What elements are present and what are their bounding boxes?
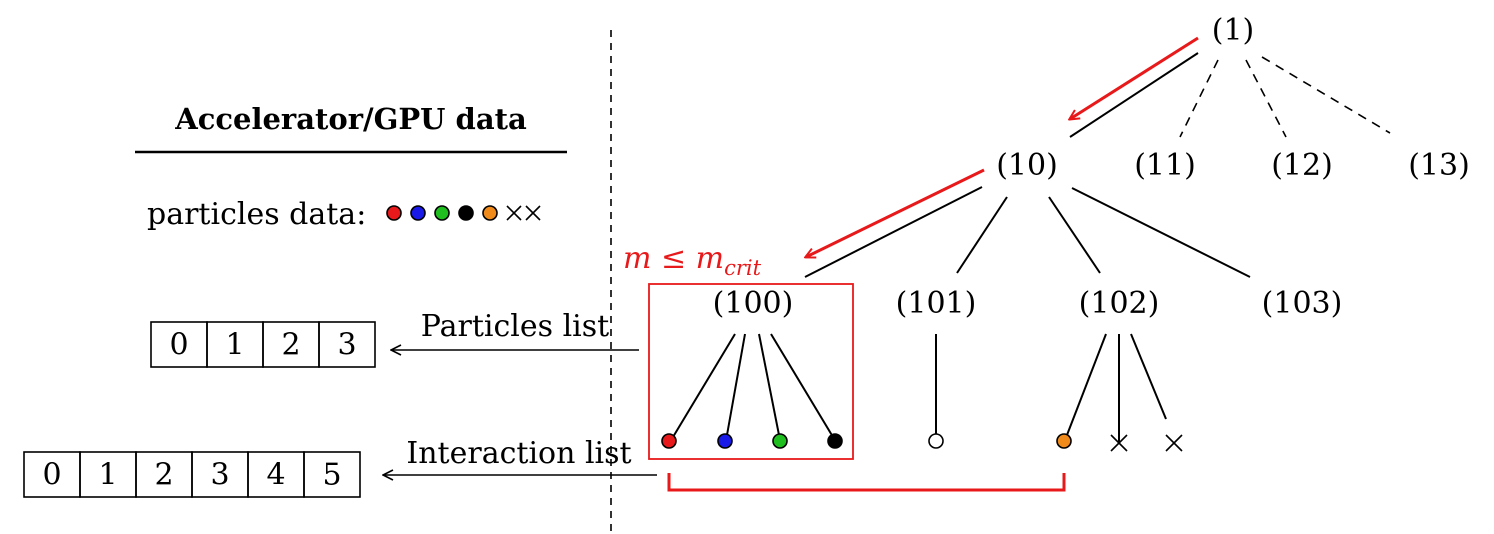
tree-leaves: [661, 433, 1183, 452]
edge-102-leaf-1: [1066, 333, 1107, 436]
edge-102-leaf-3: [1130, 333, 1167, 420]
particle-dot: [410, 205, 426, 221]
edge-100-leaf-4: [770, 333, 834, 438]
array-cell-label: 0: [42, 458, 61, 493]
node-101: (101): [896, 286, 977, 321]
particle-cross-icon: [525, 205, 541, 221]
particle-dot: [482, 205, 498, 221]
descend-arrow-1: [1070, 36, 1199, 119]
array-cell-label: 4: [266, 458, 285, 493]
leaf-cross-icon: [1165, 434, 1183, 452]
leaf-cross-icon: [1110, 434, 1128, 452]
array-cell-label: 3: [210, 458, 229, 493]
particle-dot: [434, 205, 450, 221]
edge-100-leaf-2: [726, 333, 746, 436]
node-13: (13): [1408, 148, 1470, 183]
selected-cell-box: [648, 283, 854, 460]
array-cell-label: 3: [337, 328, 356, 363]
node-103: (103): [1262, 286, 1343, 321]
array-cell-label: 1: [98, 458, 117, 493]
leaf-particle-dot: [661, 433, 677, 449]
interaction-list-label: Interaction list: [406, 436, 631, 471]
node-12: (12): [1271, 148, 1333, 183]
particle-cross-icon: [506, 205, 522, 221]
interaction-bracket: [667, 473, 1066, 492]
array-cell-label: 2: [154, 458, 173, 493]
edge-1-11: [1179, 59, 1219, 138]
panel-title: Accelerator/GPU data: [174, 102, 527, 136]
edge-10-102: [1048, 196, 1101, 274]
particles-data-row: [386, 205, 541, 221]
array-cell-label: 0: [169, 328, 188, 363]
node-10: (10): [996, 148, 1058, 183]
criterion-label: m ≤ mcrit: [623, 241, 762, 280]
leaf-particle-dot: [928, 433, 944, 449]
tree: (1) (10) (11) (12) (13) (100) (101) (102…: [623, 13, 1470, 492]
array-cell-label: 1: [225, 328, 244, 363]
interaction-list-array: 0 1 2 3 4 5: [23, 451, 361, 498]
node-100: (100): [713, 286, 794, 321]
particles-list-label: Particles list: [421, 309, 609, 344]
node-11: (11): [1134, 148, 1196, 183]
particles-list-array: 0 1 2 3: [150, 321, 376, 368]
leaf-particle-dot: [717, 433, 733, 449]
descend-arrow-10: [806, 168, 985, 257]
edge-10-101: [956, 196, 1008, 274]
array-cell-label: 5: [322, 458, 341, 493]
leaf-particle-dot: [1056, 433, 1072, 449]
particle-dot: [458, 205, 474, 221]
particles-data-label: particles data:: [147, 197, 366, 232]
edge-100-leaf-1: [672, 333, 736, 438]
edge-1-10: [1069, 52, 1199, 138]
node-1: (1): [1212, 13, 1255, 48]
gpu-data-panel: Accelerator/GPU data particles data: 0 1 2…: [23, 102, 567, 498]
leaf-particle-dot: [772, 433, 788, 449]
node-102: (102): [1079, 286, 1160, 321]
array-cell: [318, 321, 376, 368]
edge-10-100: [804, 186, 983, 278]
edge-100-leaf-3: [758, 333, 780, 436]
array-cell-label: 2: [281, 328, 300, 363]
particle-dot: [386, 205, 402, 221]
edge-10-103: [1071, 187, 1251, 278]
leaf-particle-dot: [827, 433, 843, 449]
edge-1-12: [1245, 59, 1287, 138]
array-cell: [303, 451, 361, 498]
edge-1-13: [1261, 56, 1391, 134]
